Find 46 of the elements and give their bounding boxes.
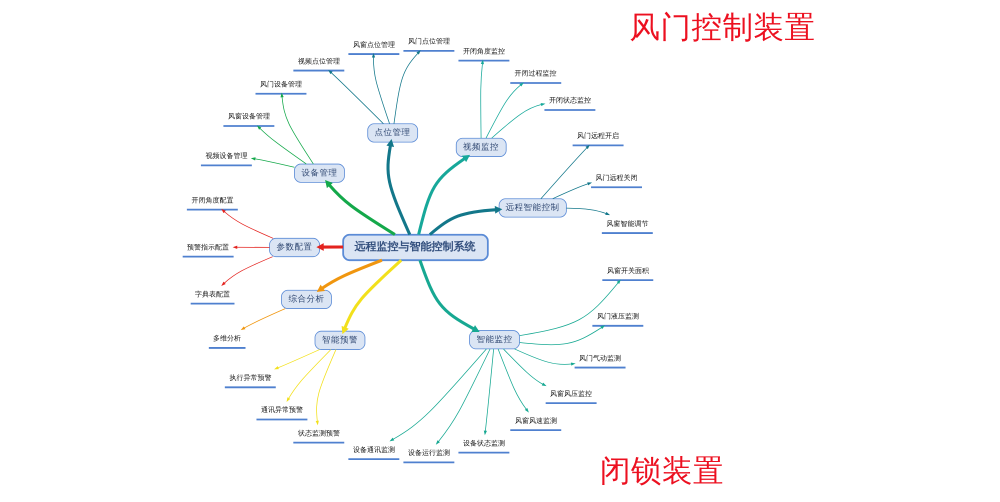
arrow <box>341 258 402 334</box>
arrow <box>232 245 270 248</box>
arrow <box>240 308 286 330</box>
arrow <box>220 256 272 286</box>
arrow <box>250 156 294 168</box>
arrow <box>518 324 605 345</box>
arrow <box>435 348 490 444</box>
node-box: 远程监控与智能控制系统 <box>342 233 488 261</box>
label: 风门控制装置 <box>628 10 815 46</box>
node-box: 设备管理 <box>294 163 344 182</box>
arrow <box>428 205 502 236</box>
arrow <box>497 348 528 412</box>
node-box: 智能监控 <box>468 330 520 349</box>
node-box: 参数配置 <box>268 237 320 257</box>
arrow <box>389 348 486 441</box>
arrow <box>316 242 343 250</box>
arrow <box>274 348 320 369</box>
arrow <box>416 154 470 234</box>
node-box: 远程智能控制 <box>498 198 566 218</box>
arrow <box>386 138 411 235</box>
arrow <box>514 348 576 366</box>
arrow <box>280 92 314 164</box>
arrow <box>566 207 610 215</box>
arrow <box>256 124 306 164</box>
arrow <box>418 259 480 332</box>
arrow <box>502 348 546 386</box>
arrow <box>518 278 620 336</box>
arrow <box>371 52 390 124</box>
node-box: 智能预警 <box>314 330 365 350</box>
arrow <box>483 348 494 435</box>
arrow <box>485 82 524 138</box>
arrow <box>490 102 545 138</box>
arrow <box>315 348 336 425</box>
arrow <box>552 182 592 199</box>
arrow <box>540 144 590 199</box>
label: 闭锁装置 <box>600 453 724 488</box>
node-box: 点位管理 <box>366 122 418 142</box>
arrow <box>220 208 273 238</box>
arrow <box>316 258 382 292</box>
node-box: 视频监控 <box>455 137 506 156</box>
arrow <box>324 179 396 236</box>
arrow <box>480 59 484 138</box>
arrow <box>393 50 420 124</box>
arrow <box>328 69 384 124</box>
arrow <box>286 348 331 402</box>
node-box: 综合分析 <box>280 289 332 308</box>
